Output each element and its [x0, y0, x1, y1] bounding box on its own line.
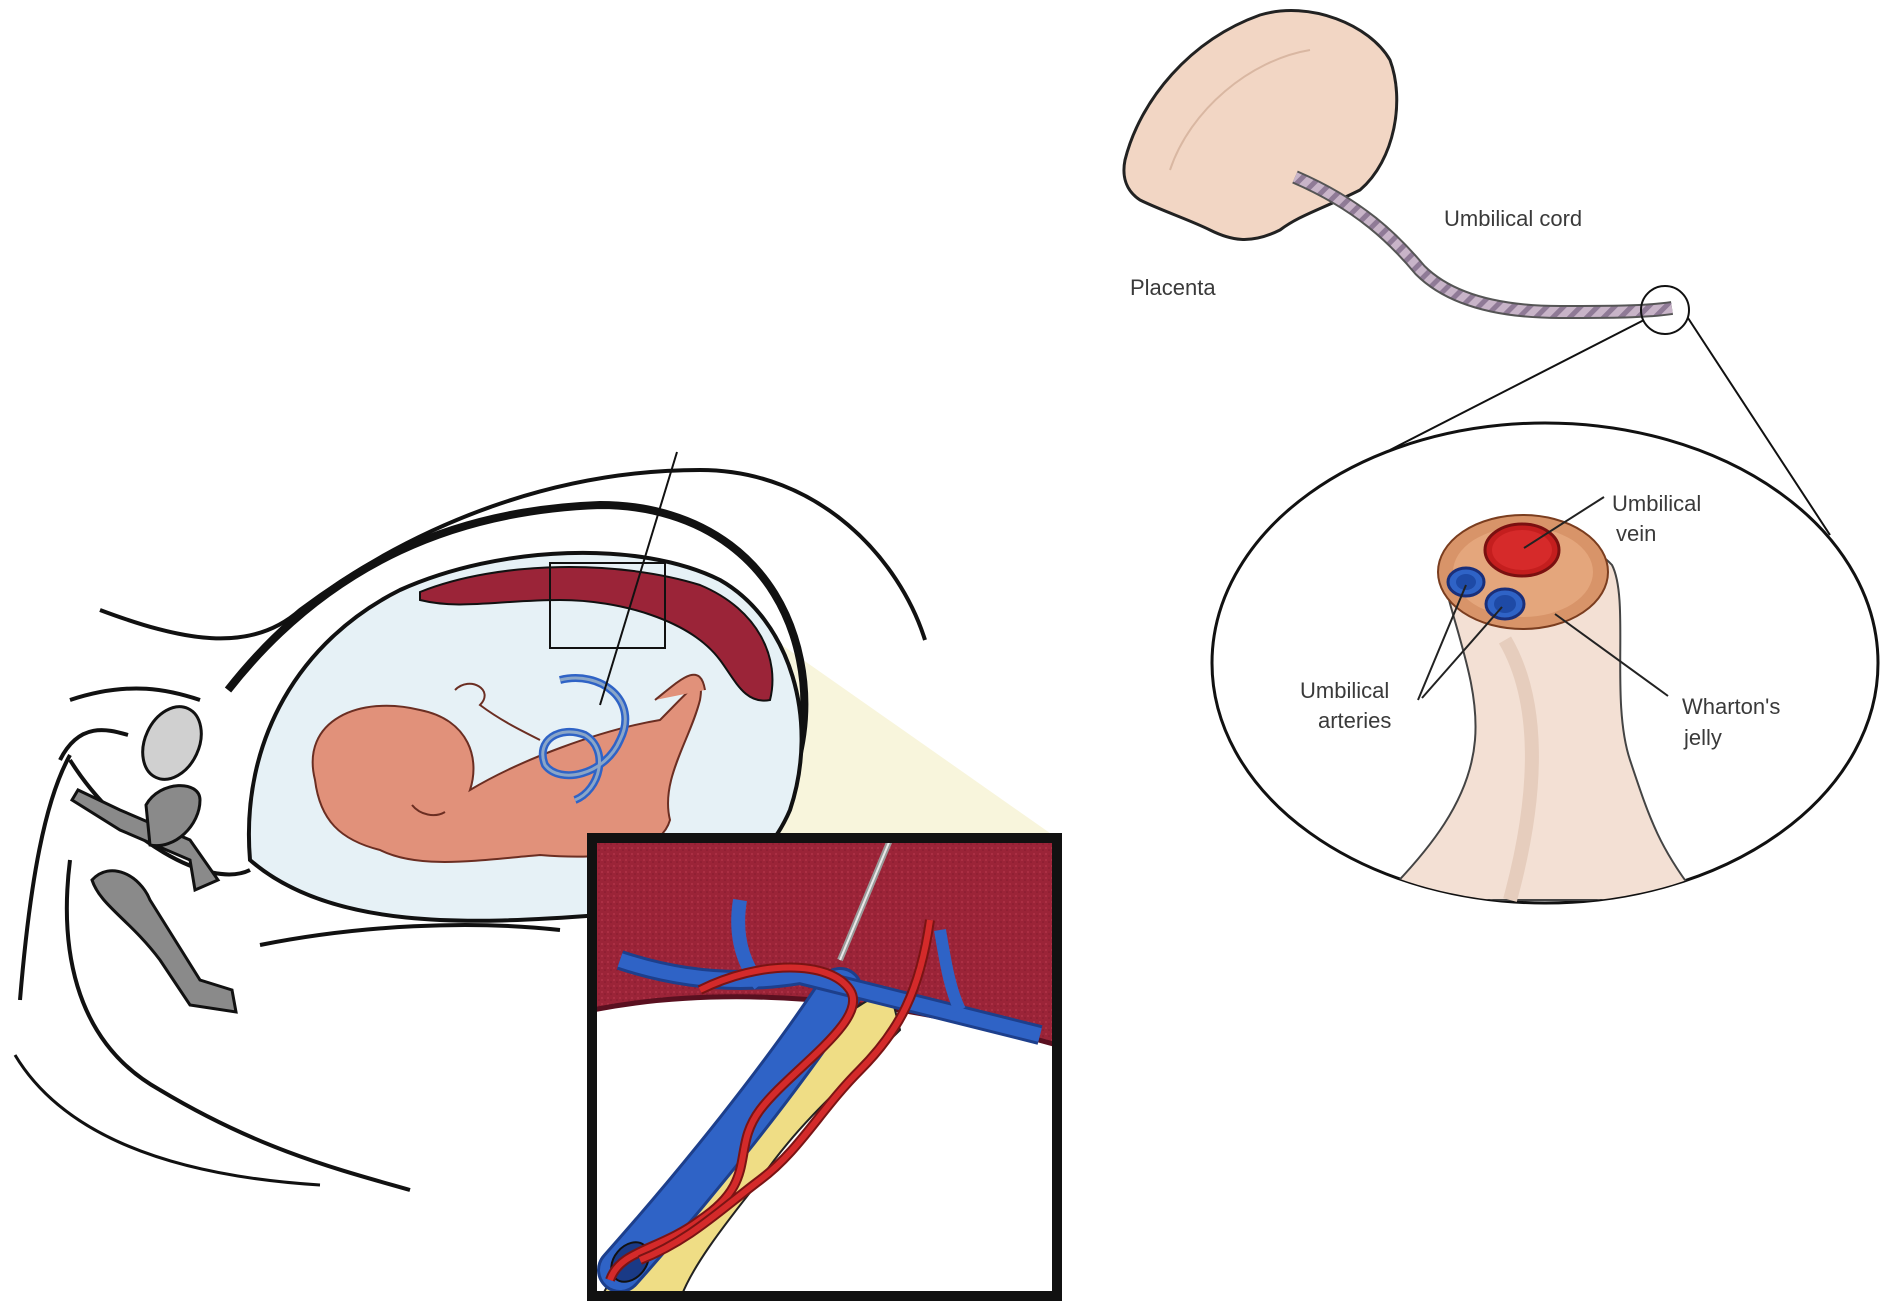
magnified-inset — [592, 838, 1057, 1300]
placenta-cord-illustration: Placenta Umbilical cord Umbilical vein U… — [1124, 11, 1878, 903]
whartons-jelly-label-line1: Wharton's — [1682, 694, 1780, 719]
bladder — [146, 786, 200, 846]
umbilical-cord — [1295, 177, 1672, 312]
umbilical-arteries-label-line1: Umbilical — [1300, 678, 1389, 703]
umbilical-arteries-label-line2: arteries — [1318, 708, 1391, 733]
symphysis — [131, 697, 212, 789]
umbilical-vein-label-line1: Umbilical — [1612, 491, 1701, 516]
whartons-jelly-label-line2: jelly — [1683, 725, 1722, 750]
umbilical-cord-label: Umbilical cord — [1444, 206, 1582, 231]
umbilical-vein-label-line2: vein — [1616, 521, 1656, 546]
placenta-label: Placenta — [1130, 275, 1216, 300]
sacrum — [92, 871, 236, 1012]
